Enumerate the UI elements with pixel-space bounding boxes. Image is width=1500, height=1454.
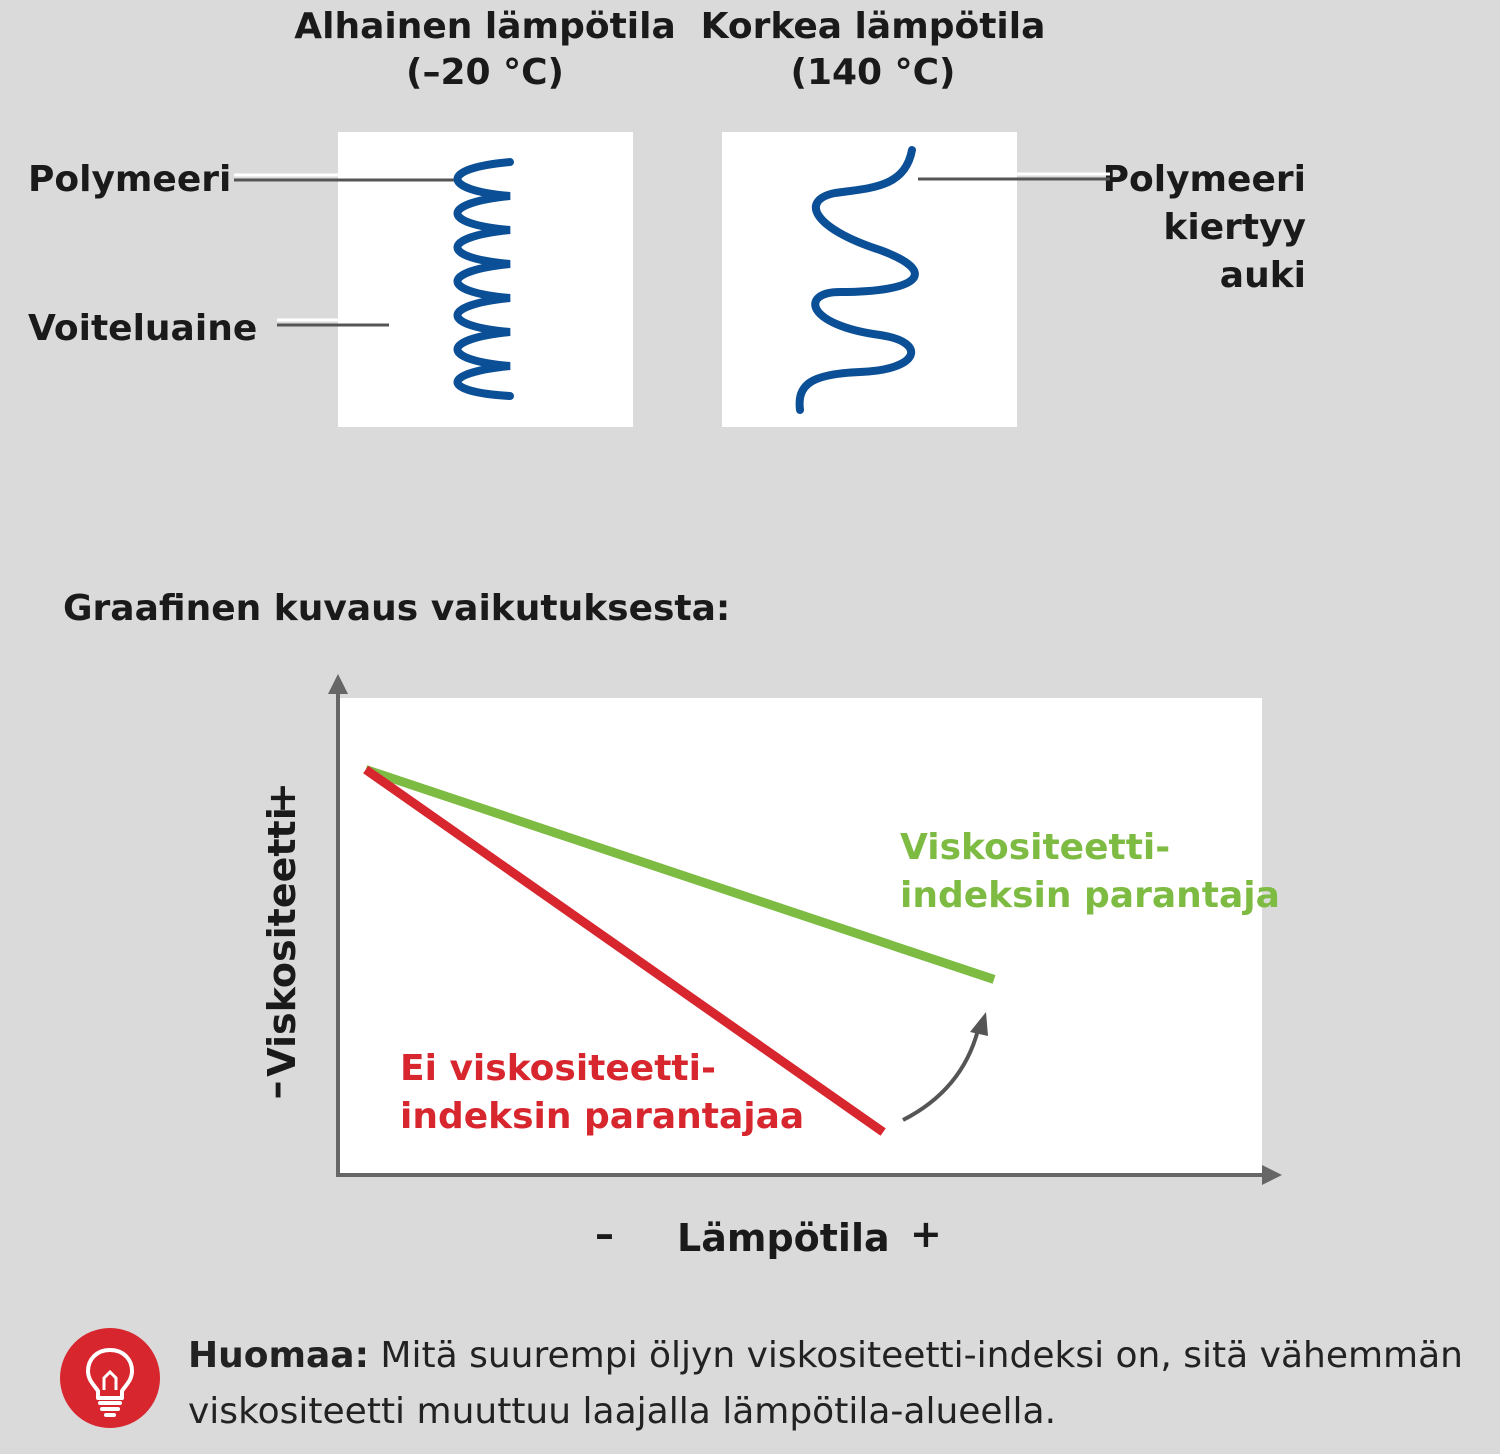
improvement-arrowhead-icon [970,1012,988,1036]
x-axis-arrow-icon [1262,1165,1282,1185]
chart-title: Graafinen kuvaus vaikutuksesta: [63,588,731,629]
right-label-line1: Polymeeri [1102,159,1306,200]
high-temp-panel [722,132,1017,427]
series-label-no-vi-improver-line1: Ei viskositeetti- [400,1048,716,1089]
coiled-polymer-icon [453,158,514,400]
series-line-vi-improver [364,765,996,984]
note-bold-label: Huomaa: [188,1335,369,1376]
series-line-no-vi-improver [363,765,886,1136]
series-label-no-vi-improver-line2: indeksin parantajaa [400,1096,805,1137]
right-label-line2: kiertyy [1163,207,1306,248]
series-label-vi-improver-line1: Viskositeetti- [900,827,1171,868]
y-axis-plus: + [259,782,304,814]
lightbulb-icon [86,1348,134,1417]
y-axis-arrow-icon [328,674,348,694]
x-axis-plus: + [910,1212,942,1256]
left-label-polymer: Polymeeri [28,159,232,200]
x-axis-minus: – [595,1212,614,1256]
low-temp-title: Alhainen lämpötila (–20 °C) [275,4,695,96]
y-axis-minus: – [253,1080,298,1100]
note-text: Huomaa: Mitä suurempi öljyn viskositeett… [188,1328,1488,1440]
right-label-polymer-unwinds: Polymeeri kiertyy auki [1080,156,1306,300]
x-axis-label: Lämpötila [677,1216,890,1260]
polymer-leader-right [918,172,1110,181]
high-temp-title: Korkea lämpötila (140 °C) [663,4,1083,96]
y-axis-label: Viskositeetti [260,807,304,1077]
polymer-leader-left [234,173,456,182]
low-temp-title-line2: (–20 °C) [406,52,564,93]
high-temp-title-line2: (140 °C) [790,52,956,93]
chart-plot-area [338,698,1262,1175]
lubricant-leader-left [277,318,389,327]
left-label-lubricant: Voiteluaine [28,308,258,349]
note-body: Mitä suurempi öljyn viskositeetti-indeks… [188,1335,1463,1432]
low-temp-title-line1: Alhainen lämpötila [294,6,676,47]
right-label-line3: auki [1219,255,1306,296]
series-label-vi-improver: Viskositeetti- indeksin parantaja [900,824,1280,920]
series-label-no-vi-improver: Ei viskositeetti- indeksin parantajaa [400,1045,804,1141]
uncoiled-polymer-icon [795,146,919,414]
series-label-vi-improver-line2: indeksin parantaja [900,875,1280,916]
note-icon-circle [60,1328,160,1428]
improvement-arrow-icon [902,1029,980,1122]
high-temp-title-line1: Korkea lämpötila [700,6,1046,47]
